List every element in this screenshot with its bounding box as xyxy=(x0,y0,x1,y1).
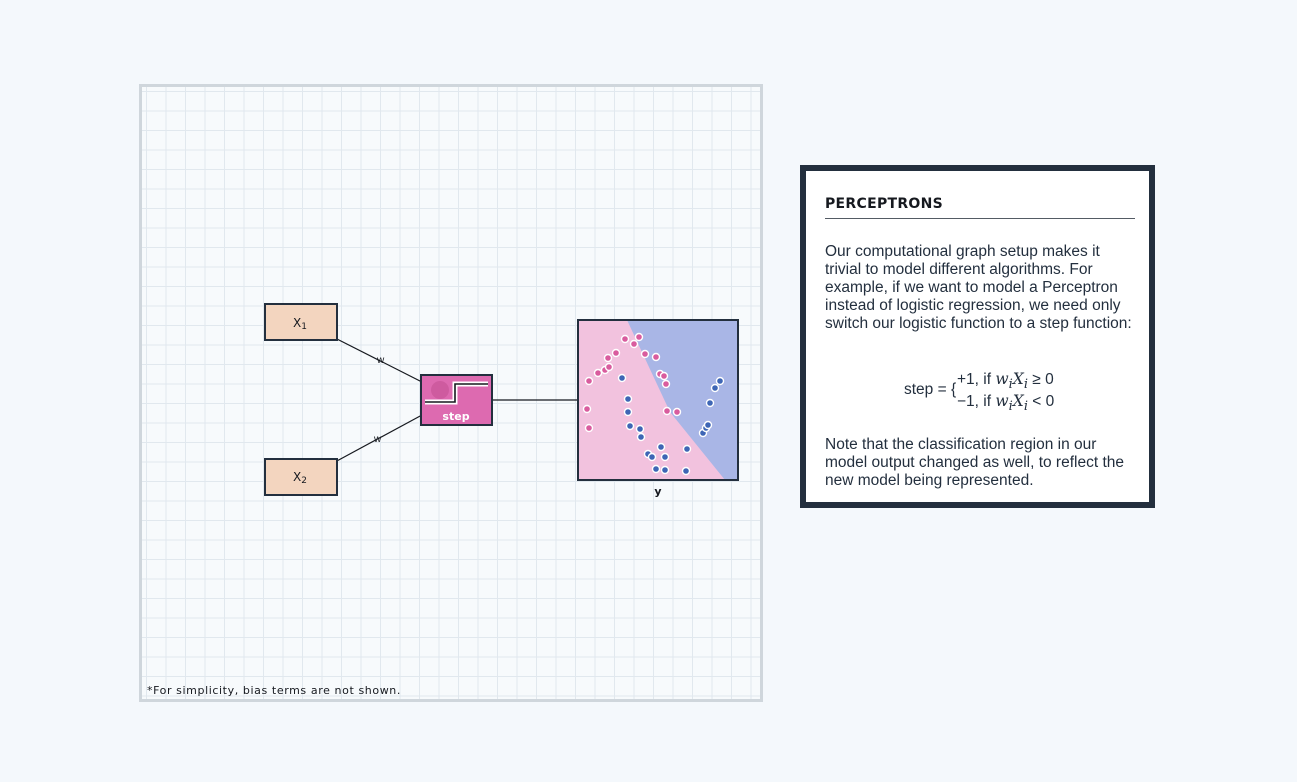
data-point-blue xyxy=(623,407,633,417)
data-point-pink xyxy=(582,404,592,414)
edge-x2-step[interactable] xyxy=(334,414,423,463)
svg-text:X1: X1 xyxy=(293,316,307,332)
formula-case-negative: −1, if wiXi < 0 xyxy=(957,392,1055,415)
formula-case-positive: +1, if wiXi ≥ 0 xyxy=(957,370,1054,393)
edge-x1-step[interactable] xyxy=(334,337,423,383)
input-node-x2-subscript: 2 xyxy=(301,476,307,486)
data-point-blue xyxy=(636,432,646,442)
info-paragraph-1: Our computational graph setup makes it t… xyxy=(825,243,1132,332)
data-point-pink xyxy=(620,334,630,344)
data-point-pink xyxy=(651,352,661,362)
bias-footnote: *For simplicity, bias terms are not show… xyxy=(147,684,401,697)
data-point-blue xyxy=(623,394,633,404)
data-point-pink xyxy=(584,423,594,433)
input-node-x2-label: X xyxy=(293,470,301,484)
computation-graph: w w X1 X2 step y xyxy=(264,303,739,498)
data-point-pink xyxy=(604,362,614,372)
step-node[interactable]: step xyxy=(420,374,493,426)
input-node-x1-subscript: 1 xyxy=(301,322,307,332)
input-node-x1[interactable]: X1 xyxy=(264,303,338,341)
data-point-pink xyxy=(659,371,669,381)
step-formula: step = { +1, if wiXi ≥ 0 −1, if wiXi < 0 xyxy=(904,370,1124,414)
info-card: PERCEPTRONS Our computational graph setu… xyxy=(800,165,1155,508)
data-point-blue xyxy=(710,383,720,393)
data-point-pink xyxy=(661,379,671,389)
data-point-pink xyxy=(634,332,644,342)
data-point-pink xyxy=(584,376,594,386)
data-point-pink xyxy=(603,353,613,363)
data-point-blue xyxy=(635,424,645,434)
output-node[interactable]: y xyxy=(577,319,739,498)
weight-label-w1: w xyxy=(376,355,385,366)
scatter-points xyxy=(582,332,725,476)
data-point-blue xyxy=(617,373,627,383)
input-node-x2[interactable]: X2 xyxy=(264,458,338,496)
data-point-blue xyxy=(656,442,666,452)
data-point-pink xyxy=(629,339,639,349)
data-point-blue xyxy=(651,464,661,474)
svg-text:X2: X2 xyxy=(293,470,307,486)
data-point-blue xyxy=(715,376,725,386)
data-point-blue xyxy=(660,452,670,462)
data-point-blue xyxy=(647,452,657,462)
formula-lhs: step = { xyxy=(904,381,957,398)
data-point-pink xyxy=(593,368,603,378)
data-point-blue xyxy=(703,420,713,430)
weight-label-w2: w xyxy=(373,434,382,445)
data-point-pink xyxy=(662,406,672,416)
graph-canvas[interactable]: w w X1 X2 step y *For simp xyxy=(139,84,763,702)
info-paragraph-2: Note that the classification region in o… xyxy=(825,436,1124,489)
step-node-label: step xyxy=(442,410,469,423)
info-card-title: PERCEPTRONS xyxy=(825,196,1135,219)
data-point-blue xyxy=(681,466,691,476)
input-node-x1-label: X xyxy=(293,316,301,330)
output-node-label: y xyxy=(654,485,661,498)
data-point-blue xyxy=(682,444,692,454)
data-point-blue xyxy=(660,465,670,475)
data-point-pink xyxy=(640,349,650,359)
step-node-highlight xyxy=(431,381,449,399)
data-point-pink xyxy=(672,407,682,417)
data-point-blue xyxy=(705,398,715,408)
data-point-blue xyxy=(625,421,635,431)
data-point-pink xyxy=(611,348,621,358)
